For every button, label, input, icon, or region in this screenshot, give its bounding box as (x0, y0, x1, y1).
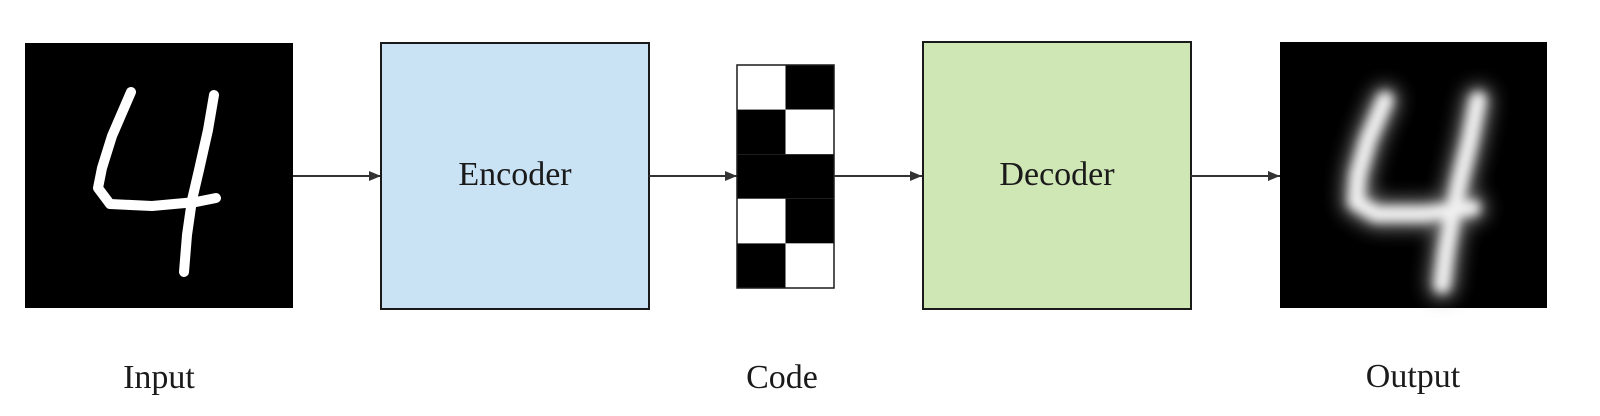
code-cell-black (785, 198, 834, 244)
output-digit-4 (1341, 85, 1493, 300)
code-caption: Code (746, 359, 818, 396)
output-image (1280, 42, 1547, 308)
input-image (25, 43, 293, 308)
code-cell-black (785, 65, 834, 110)
code-cell-white (785, 109, 834, 155)
code-cell-white (737, 65, 786, 110)
output-caption: Output (1366, 358, 1461, 395)
code-cell-black (737, 243, 786, 288)
code-cell-black (785, 154, 834, 199)
input-image-background (25, 43, 293, 308)
encoder-box: Encoder (380, 42, 650, 310)
code-cell-white (785, 243, 834, 288)
code-grid (736, 64, 835, 289)
code-cell-white (737, 198, 786, 244)
code-cell-black (737, 154, 786, 199)
decoder-box: Decoder (922, 41, 1192, 310)
code-cell-black (737, 109, 786, 155)
encoder-label: Encoder (458, 156, 572, 193)
decoder-label: Decoder (999, 156, 1115, 193)
input-digit-4 (93, 87, 221, 277)
input-caption: Input (123, 359, 195, 396)
output-image-background (1280, 42, 1547, 308)
